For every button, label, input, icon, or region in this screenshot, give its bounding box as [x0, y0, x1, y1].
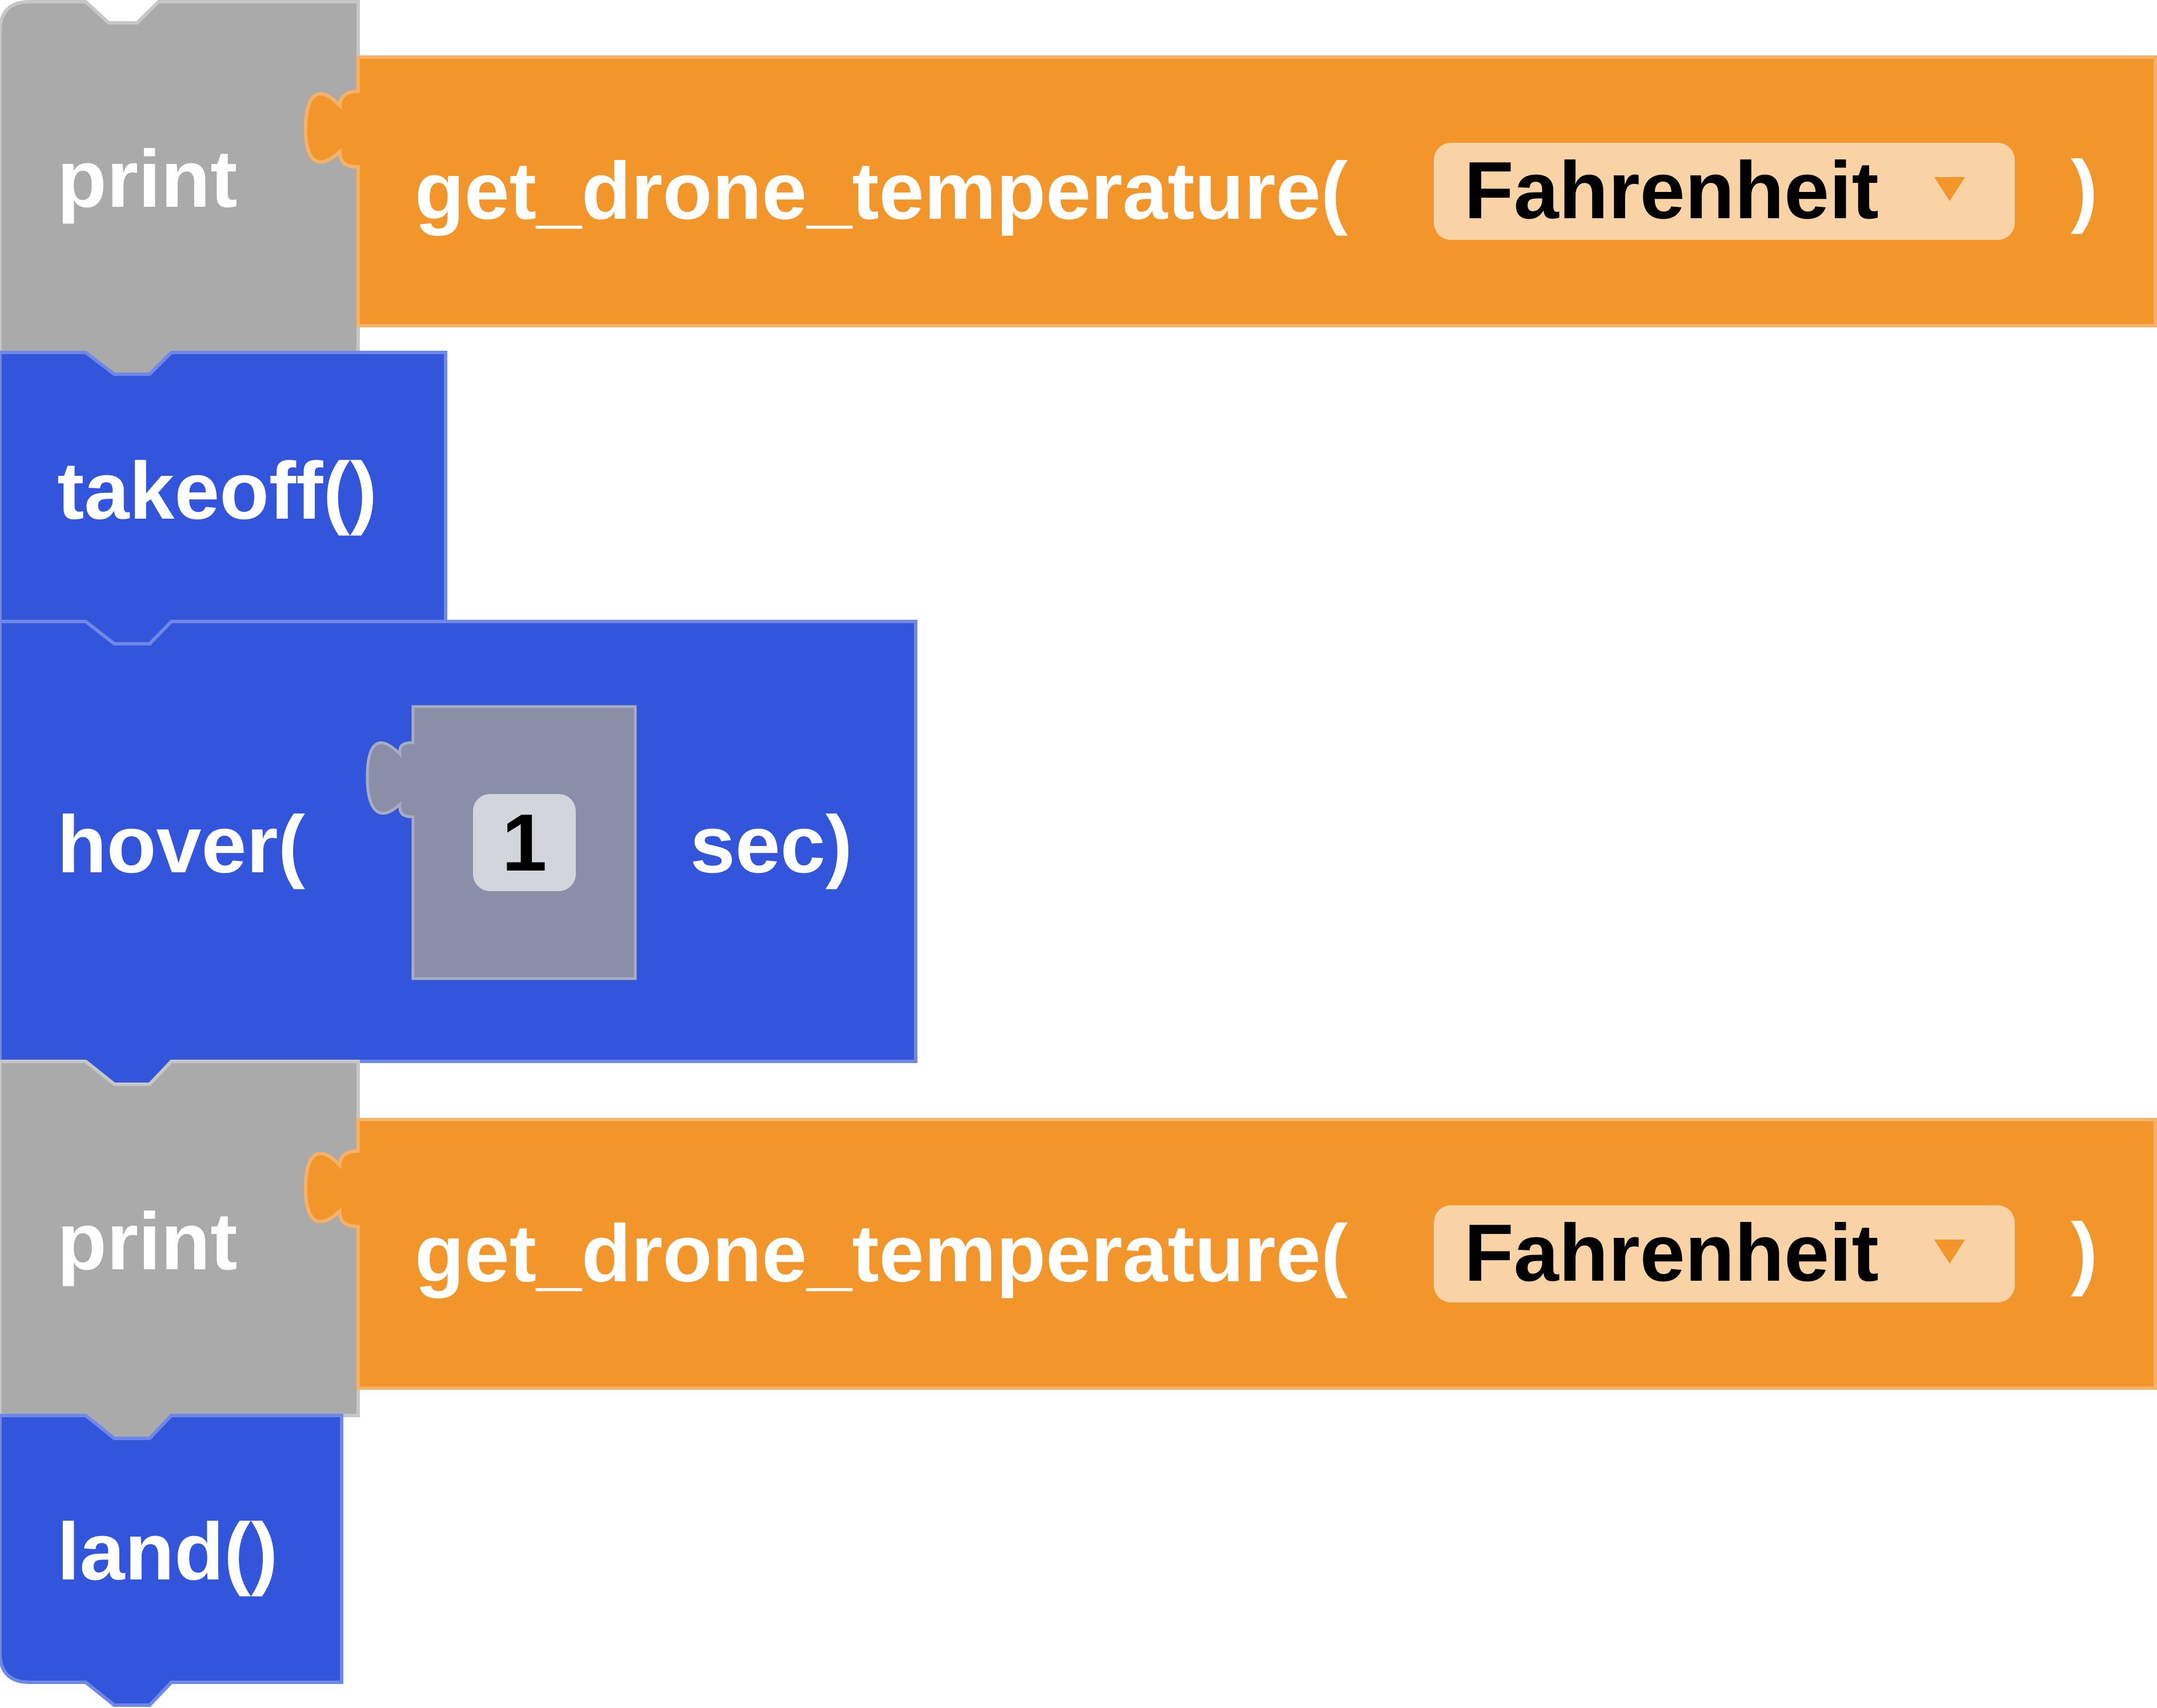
takeoff-block[interactable]: takeoff() — [0, 351, 447, 645]
seconds-number-input[interactable]: 1 — [473, 794, 576, 891]
unit-dropdown-2[interactable]: Fahrenheit — [1434, 1205, 2015, 1302]
unit-dropdown-2-bg — [1434, 1205, 2015, 1302]
unit-dropdown-2-value: Fahrenheit — [1464, 1208, 1879, 1298]
seconds-number-input-bg — [473, 794, 576, 891]
unit-dropdown-1-value: Fahrenheit — [1464, 145, 1879, 236]
unit-dropdown-1-bg — [1434, 143, 2015, 240]
print-block-1[interactable]: print — [0, 0, 360, 376]
unit-dropdown-1[interactable]: Fahrenheit — [1434, 143, 2015, 240]
hover-sec-suffix: sec) — [690, 799, 852, 890]
land-label: land() — [57, 1506, 278, 1597]
get-drone-temperature-block-2[interactable]: get_drone_temperature( Fahrenheit ) — [303, 1118, 2157, 1390]
land-block[interactable]: land() — [0, 1414, 343, 1707]
get-drone-temperature-block-2-body — [303, 1118, 2157, 1390]
dropdown-arrow-icon — [1934, 1240, 1965, 1264]
get-drone-temperature-close-1: ) — [2071, 144, 2098, 235]
takeoff-label: takeoff() — [57, 446, 377, 536]
get-drone-temperature-close-2: ) — [2071, 1206, 2098, 1297]
seconds-number-value: 1 — [502, 797, 547, 888]
get-drone-temperature-label-1: get_drone_temperature( — [415, 146, 1348, 236]
hover-block[interactable]: hover( 1 sec) — [0, 620, 917, 1086]
hover-label: hover( — [57, 799, 306, 890]
dropdown-arrow-icon — [1934, 177, 1965, 201]
print-block-2[interactable]: print — [0, 1060, 360, 1440]
get-drone-temperature-block-1-body — [303, 55, 2157, 327]
print-label-1: print — [57, 134, 237, 224]
get-drone-temperature-block-1[interactable]: get_drone_temperature( Fahrenheit ) — [303, 55, 2157, 327]
land-block-body — [0, 1414, 343, 1707]
print-label-2: print — [57, 1196, 237, 1287]
get-drone-temperature-label-2: get_drone_temperature( — [415, 1208, 1348, 1299]
hover-seconds-shadow-block: 1 — [366, 705, 637, 980]
